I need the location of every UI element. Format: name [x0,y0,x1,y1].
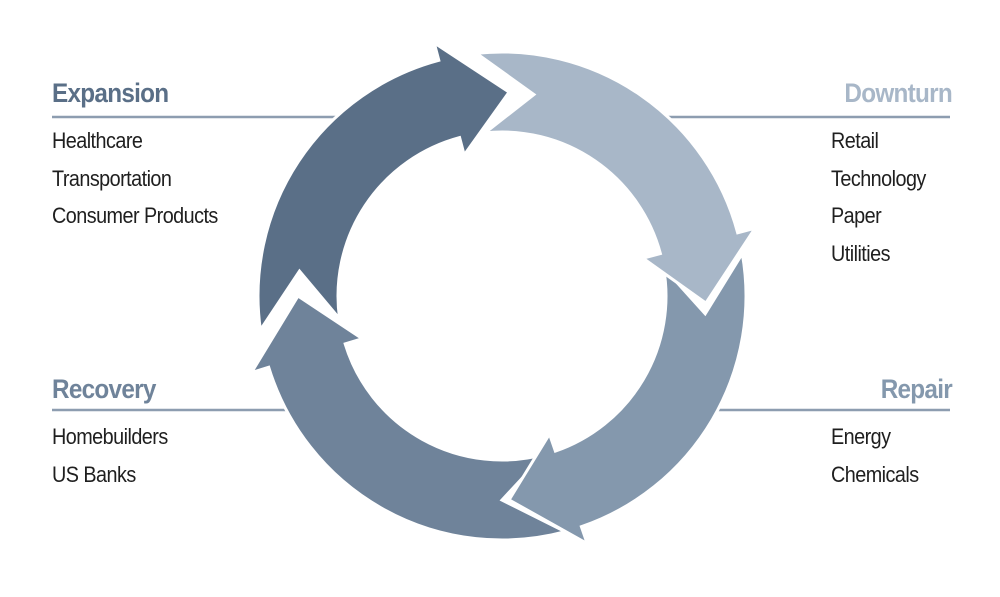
sector-item: Consumer Products [52,203,218,228]
recovery-arrow [248,293,570,542]
sector-item: Paper [831,203,882,228]
sector-item: Healthcare [52,128,143,153]
sector-item: Chemicals [831,461,919,487]
expansion-phase: Expansion Healthcare Transportation Cons… [52,76,352,235]
repair-sector-list: Energy Chemicals [831,418,952,493]
sector-item: Utilities [831,240,890,266]
recovery-sector-list: Homebuilders US Banks [52,418,352,493]
downturn-arrow [472,50,759,306]
downturn-title: Downturn [844,78,952,108]
expansion-arrow [256,39,512,335]
downturn-sector-list: Retail Technology Paper Utilities [831,122,952,272]
sector-item: Transportation [52,165,172,191]
expansion-title: Expansion [52,78,169,108]
sector-item: Homebuilders [52,424,168,449]
sector-item: US Banks [52,461,136,487]
sector-item: Technology [831,165,926,191]
repair-phase: Repair Energy Chemicals [652,372,953,493]
expansion-sector-list: Healthcare Transportation Consumer Produ… [52,122,352,235]
recovery-title: Recovery [52,374,156,404]
recovery-phase: Recovery Homebuilders US Banks [52,372,352,493]
repair-arrow [507,249,748,547]
downturn-phase: Downturn Retail Technology Paper Utiliti… [652,76,953,272]
sector-item: Retail [831,128,879,153]
sector-item: Energy [831,424,891,449]
repair-title: Repair [880,374,953,404]
